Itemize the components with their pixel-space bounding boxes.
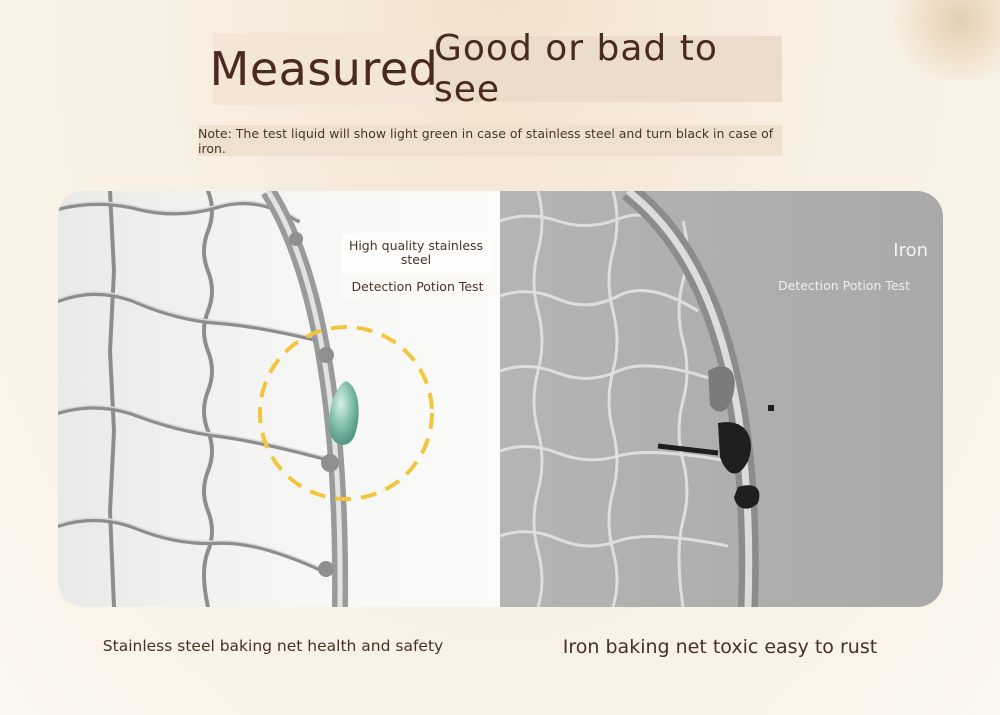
- iron-test-label: Detection Potion Test: [778, 278, 910, 293]
- page-title-good-or-bad: Good or bad to see: [434, 28, 782, 110]
- iron-photo: [499, 191, 943, 607]
- comparison-illustration: [58, 191, 943, 607]
- rust-stain: [718, 422, 751, 474]
- stainless-steel-caption: Stainless steel baking net health and sa…: [102, 637, 444, 655]
- highlight-circle: [258, 325, 434, 501]
- iron-label: Iron: [893, 240, 928, 261]
- stainless-steel-label: High quality stainless steel: [341, 233, 491, 273]
- comparison-photo: [58, 191, 943, 607]
- iron-caption: Iron baking net toxic easy to rust: [562, 636, 878, 658]
- page-title-measured: Measured: [210, 33, 438, 105]
- background-glow: [880, 0, 1000, 80]
- test-note: Note: The test liquid will show light gr…: [198, 125, 782, 156]
- stainless-steel-test-label: Detection Potion Test: [341, 273, 494, 300]
- green-test-drop: [328, 381, 359, 445]
